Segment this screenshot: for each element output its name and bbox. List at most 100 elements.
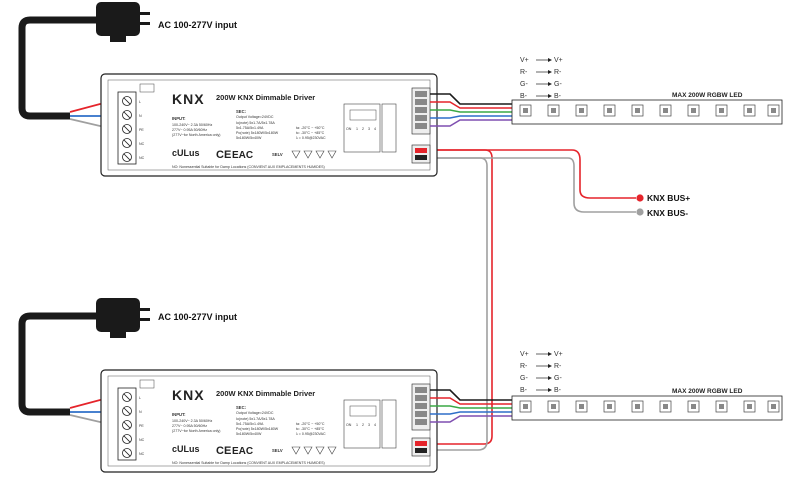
dip-label-2: 2	[362, 127, 364, 131]
input-line-1: 100-240V~ 2.3A 50/60Hz	[172, 123, 212, 127]
svg-text:G-: G-	[554, 81, 562, 88]
terminal-label-nc1: NC	[139, 438, 145, 442]
dip-label-3: 3	[368, 127, 370, 131]
cert-eac: EAC	[232, 150, 253, 161]
cert-ul: cULus	[172, 444, 200, 454]
cert-ce: CE	[216, 445, 231, 457]
bus-minus-wire	[430, 157, 636, 213]
ac-input-label: AC 100-277V input	[158, 20, 237, 30]
svg-text:B-: B-	[520, 387, 528, 394]
cert-triangles	[291, 446, 337, 455]
svg-text:V+: V+	[554, 351, 563, 358]
input-heading: INPUT:	[172, 116, 186, 121]
bottom-note: NO: Nonessential Suitable for Damp Locat…	[172, 165, 325, 169]
temp-line-1: ta: -20°C ~ +50°C	[296, 422, 325, 426]
bus-minus-terminal-dot	[636, 208, 644, 216]
dip-label-1: 1	[356, 127, 358, 131]
terminal-label-l: L	[139, 396, 141, 400]
bus-minus-wire-link	[430, 157, 488, 451]
knx-bus-wiring	[430, 149, 644, 451]
svg-text:R-: R-	[554, 69, 562, 76]
led-strip-label: MAX 200W RGBW LED	[672, 388, 743, 395]
output-heading: SEC:	[236, 109, 246, 114]
power-cord	[18, 16, 122, 120]
cert-ce: CE	[216, 149, 231, 161]
bus-plus-terminal-dot	[636, 194, 644, 202]
output-line-2: Io(note) 5x1.7A/5x1.78A	[236, 417, 275, 421]
terminal-label-n: N	[139, 410, 142, 414]
terminal-label-pe: PE	[139, 128, 144, 132]
knx-bus-minus-label: KNX BUS-	[647, 208, 688, 218]
terminal-label-nc2: NC	[139, 156, 145, 160]
terminal-label-nc1: NC	[139, 142, 145, 146]
input-line-3: (277V~for North America only)	[172, 429, 220, 433]
dip-label-4: 4	[374, 423, 376, 427]
temp-line-2: tc: -30°C ~ +85°C	[296, 131, 325, 135]
bus-plus-wire	[430, 149, 636, 199]
driver-title: 200W KNX Dimmable Driver	[216, 93, 315, 102]
output-line-3: 5x1.75A/5x1.49A	[236, 126, 264, 130]
led-strip-label: MAX 200W RGBW LED	[672, 92, 743, 99]
output-line-1: Output Voltage=24VDC	[236, 411, 274, 415]
svg-text:V+: V+	[520, 57, 529, 64]
output-heading: SEC:	[236, 405, 246, 410]
dip-label-on: ON	[346, 423, 352, 427]
svg-text:B-: B-	[554, 387, 562, 394]
output-line-5: 5x180W/5x40W	[236, 136, 262, 140]
temp-line-1: ta: -20°C ~ +50°C	[296, 126, 325, 130]
dip-label-4: 4	[374, 127, 376, 131]
svg-text:R-: R-	[554, 363, 562, 370]
svg-text:G-: G-	[520, 375, 528, 382]
bottom-note: NO: Nonessential Suitable for Damp Locat…	[172, 461, 325, 465]
input-heading: INPUT:	[172, 412, 186, 417]
output-wires	[430, 389, 512, 423]
svg-text:V+: V+	[554, 57, 563, 64]
input-line-3: (277V~for North America only)	[172, 133, 220, 137]
temp-line-3: λ = 0.95@230VAC	[296, 432, 326, 436]
temp-line-2: tc: -30°C ~ +85°C	[296, 427, 325, 431]
output-wires	[430, 93, 512, 127]
input-line-2: 277V~ 0.95A 50/60Hz	[172, 424, 207, 428]
selv-label: SELV	[272, 152, 283, 157]
output-line-2: Io(note) 5x1.7A/5x1.78A	[236, 121, 275, 125]
knx-logo: KNX	[172, 387, 205, 403]
selv-label: SELV	[272, 448, 283, 453]
knx-logo: KNX	[172, 91, 205, 107]
svg-text:R-: R-	[520, 363, 528, 370]
led-strip	[511, 395, 783, 421]
system-unit-1: AC 100-277V input L N PE NC NC	[18, 2, 783, 177]
temp-line-3: λ = 0.95@230VAC	[296, 136, 326, 140]
svg-text:B-: B-	[520, 93, 528, 100]
terminal-label-l: L	[139, 100, 141, 104]
driver-body: L N PE NC NC KNX 200W KNX Dimmable Drive…	[100, 369, 438, 473]
dip-label-on: ON	[346, 127, 352, 131]
led-strip	[511, 99, 783, 125]
svg-text:G-: G-	[554, 375, 562, 382]
dip-label-2: 2	[362, 423, 364, 427]
cert-triangles	[291, 150, 337, 159]
output-line-1: Output Voltage=24VDC	[236, 115, 274, 119]
terminal-label-n: N	[139, 114, 142, 118]
ac-input-label: AC 100-277V input	[158, 312, 237, 322]
terminal-label-pe: PE	[139, 424, 144, 428]
svg-text:G-: G-	[520, 81, 528, 88]
dip-label-1: 1	[356, 423, 358, 427]
driver-title: 200W KNX Dimmable Driver	[216, 389, 315, 398]
output-line-3: 5x1.75A/5x1.49A	[236, 422, 264, 426]
driver-body: L N PE NC NC KNX 200W KNX Dimmable Drive…	[100, 73, 438, 177]
output-line-5: 5x180W/5x40W	[236, 432, 262, 436]
output-line-4: Po(note) 5x180W/5x180W	[236, 427, 279, 431]
input-line-1: 100-240V~ 2.3A 50/60Hz	[172, 419, 212, 423]
cert-eac: EAC	[232, 446, 253, 457]
power-cord	[18, 312, 122, 416]
cert-ul: cULus	[172, 148, 200, 158]
output-line-4: Po(note) 5x180W/5x180W	[236, 131, 279, 135]
terminal-label-nc2: NC	[139, 452, 145, 456]
svg-text:R-: R-	[520, 69, 528, 76]
input-line-2: 277V~ 0.95A 50/60Hz	[172, 128, 207, 132]
knx-bus-plus-label: KNX BUS+	[647, 193, 690, 203]
svg-text:B-: B-	[554, 93, 562, 100]
svg-text:V+: V+	[520, 351, 529, 358]
system-unit-2: AC 100-277V input L N PE NC NC KNX 200W …	[18, 298, 783, 473]
